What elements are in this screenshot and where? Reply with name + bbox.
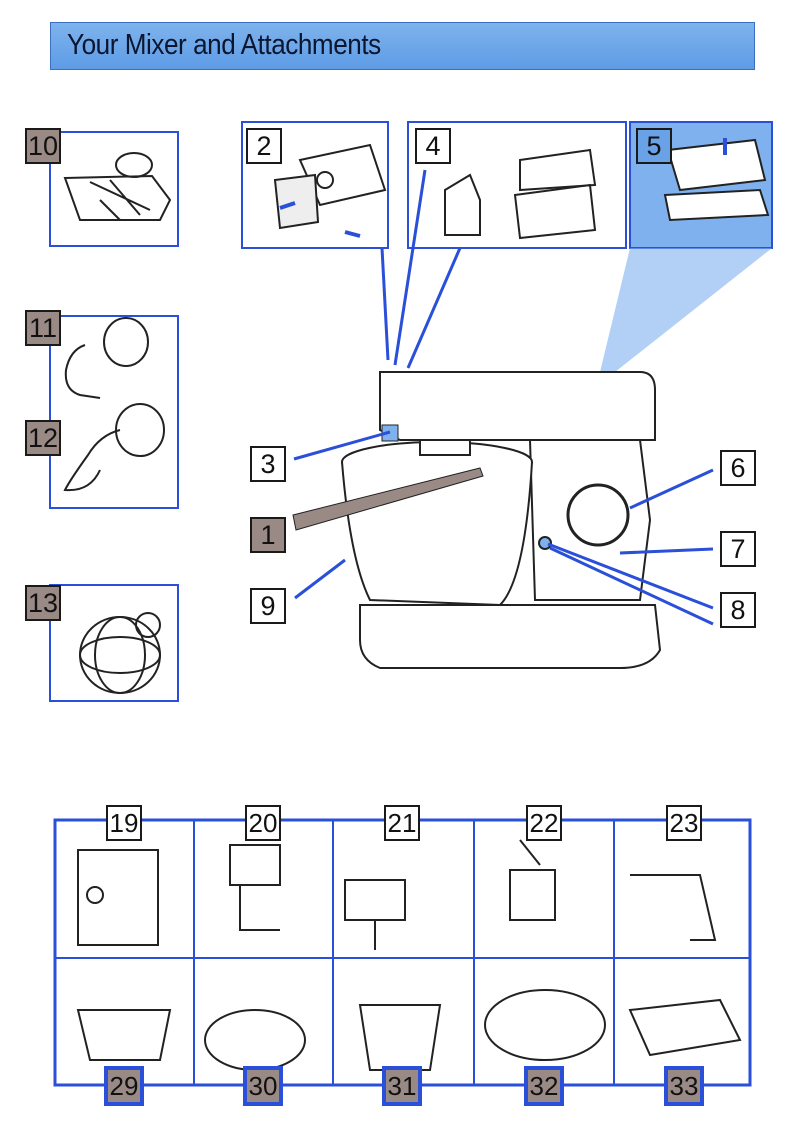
part-label-10: 10	[25, 128, 61, 164]
attachment-label-32: 32	[526, 1068, 562, 1104]
part-label-4: 4	[415, 128, 451, 164]
attachment-label-23: 23	[666, 805, 702, 841]
part-label-3: 3	[250, 446, 286, 482]
attachment-label-29: 29	[106, 1068, 142, 1104]
attachment-label-30: 30	[245, 1068, 281, 1104]
attachment-label-31: 31	[384, 1068, 420, 1104]
attachment-label-19: 19	[106, 805, 142, 841]
attachment-label-20: 20	[245, 805, 281, 841]
part-label-2: 2	[246, 128, 282, 164]
part-label-9: 9	[250, 588, 286, 624]
attachment-label-33: 33	[666, 1068, 702, 1104]
part-label-7: 7	[720, 531, 756, 567]
attachment-label-21: 21	[384, 805, 420, 841]
part-label-12: 12	[25, 420, 61, 456]
part-label-13: 13	[25, 585, 61, 621]
mixer-body	[342, 372, 660, 668]
high-speed-cover-detail	[665, 140, 768, 220]
part-label-1: 1	[250, 517, 286, 553]
part-label-8: 8	[720, 592, 756, 628]
part-label-5: 5	[636, 128, 672, 164]
attachment-label-22: 22	[526, 805, 562, 841]
part-label-11: 11	[25, 310, 61, 346]
part-label-6: 6	[720, 450, 756, 486]
